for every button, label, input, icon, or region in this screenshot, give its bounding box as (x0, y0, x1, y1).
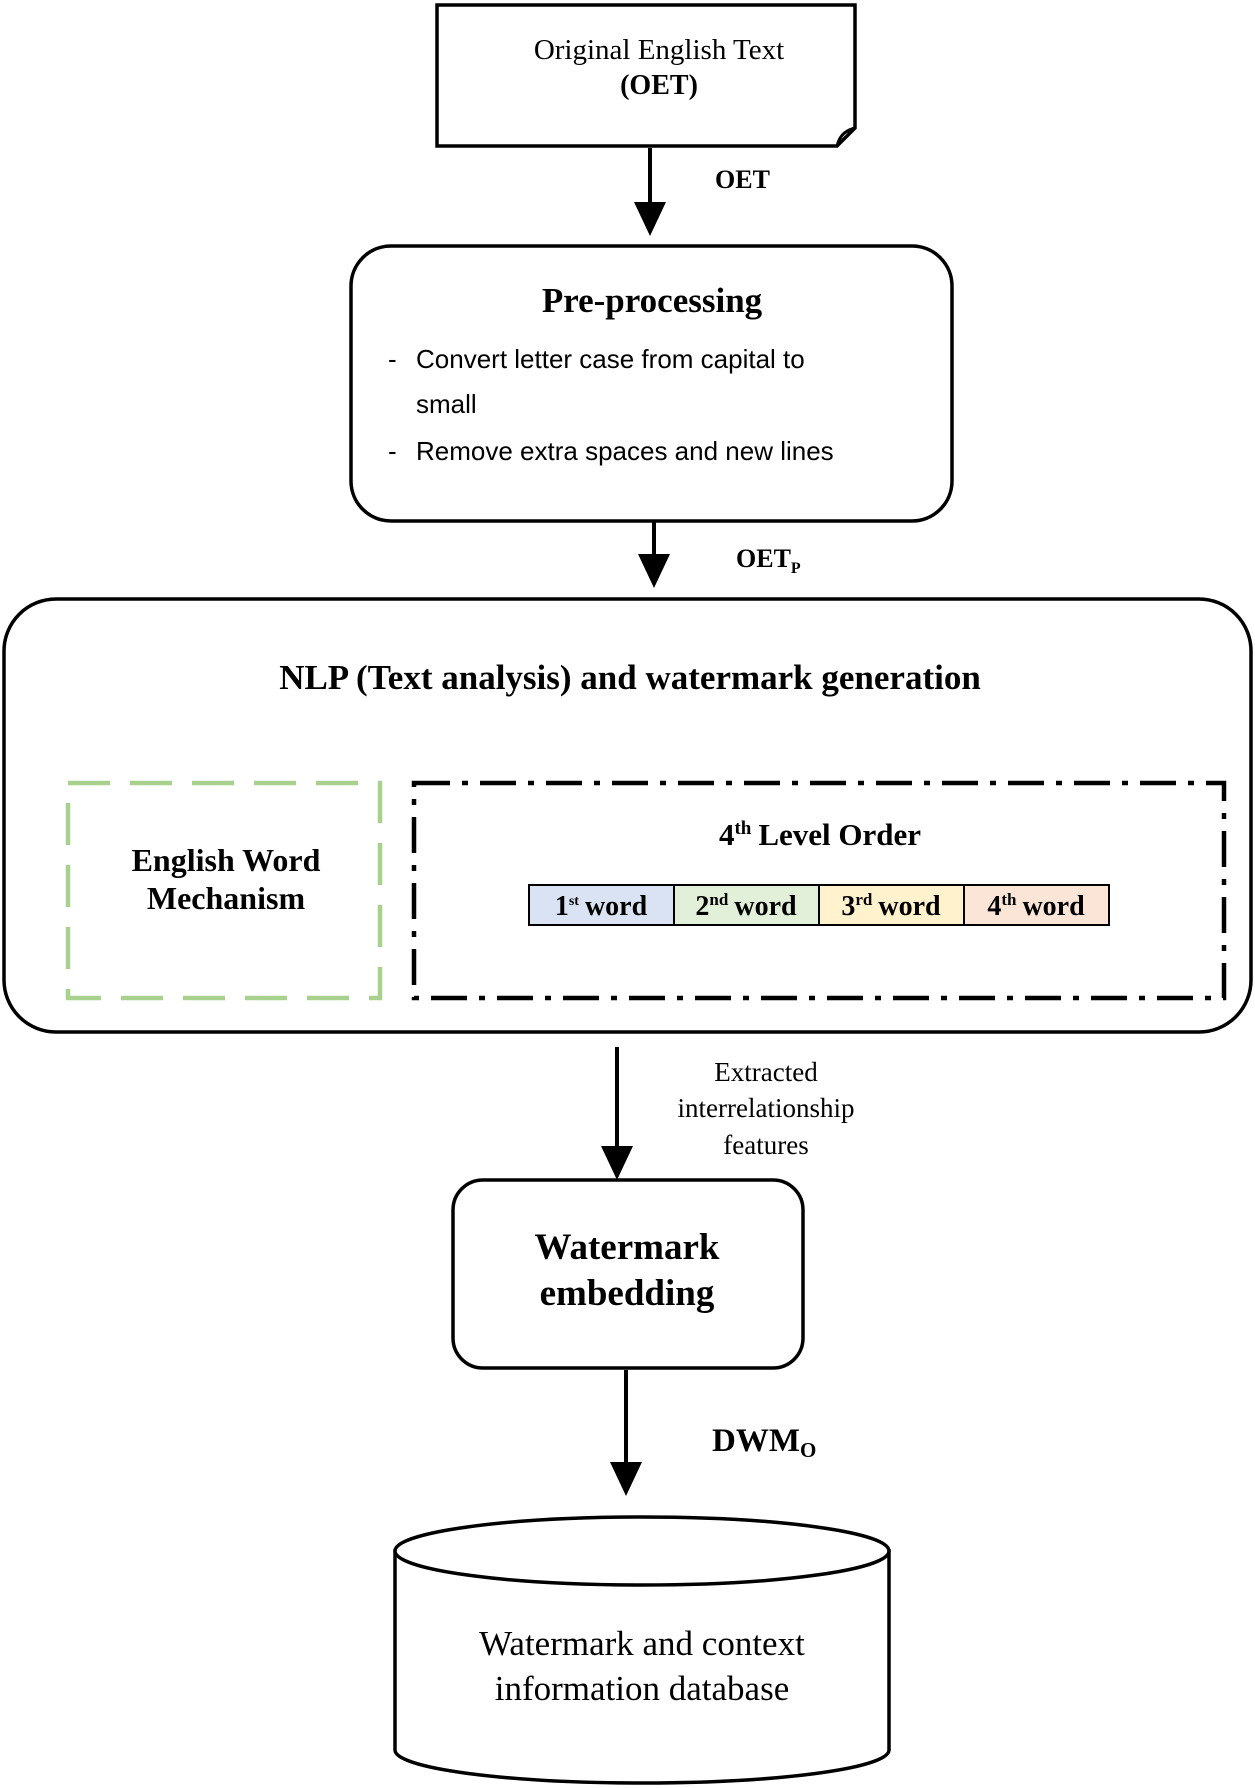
word-cell-1-number: 1 (555, 891, 569, 922)
document-fold (835, 126, 856, 147)
bullet-marker: - (388, 344, 397, 374)
document-shape (435, 3, 857, 148)
word-cell-4-number: 4 (987, 891, 1001, 922)
nlp-node: NLP (Text analysis) and watermark genera… (2, 597, 1253, 1034)
english-word-mechanism: English Word Mechanism (65, 780, 383, 1001)
database-cylinder-top (393, 1515, 891, 1587)
word-cell-3-text: word (878, 891, 941, 922)
edge-dwm-label: DWMO (712, 1423, 816, 1462)
level-order-superscript: th (734, 818, 751, 839)
level-order-box (411, 780, 1227, 1001)
level-order-text: Level Order (758, 817, 921, 852)
word-cell-3-number: 3 (841, 891, 855, 922)
word-cell-1-superscript: st (569, 894, 579, 909)
word-cell-2-superscript: nd (709, 890, 728, 909)
edge-oetp: OETP (638, 522, 801, 588)
bullet-marker: - (388, 436, 397, 466)
embedding-label: Watermark (535, 1227, 720, 1268)
bullet-text: Convert letter case from capital to (416, 344, 805, 374)
word-cell-2-number: 2 (695, 891, 709, 922)
document-abbreviation: (OET) (620, 70, 698, 101)
nlp-title: NLP (Text analysis) and watermark genera… (279, 658, 981, 697)
mechanism-label: English Word (132, 842, 321, 878)
edge-dwm-label-main: DWM (712, 1423, 800, 1459)
input-document-node: Original English Text (OET) (435, 3, 857, 148)
edge-features-arrowhead (601, 1146, 633, 1180)
word-cell-3-superscript: rd (855, 890, 873, 909)
word-cell-1-text: word (585, 891, 648, 922)
preprocessing-title: Pre-processing (542, 281, 763, 320)
word-cell-2-text: word (734, 891, 797, 922)
edge-oetp-label-main: OET (736, 544, 791, 573)
edge-dwm-label-subscript: O (800, 1438, 816, 1462)
edge-dwm-arrowhead (610, 1462, 642, 1496)
word-cell-4-text: word (1022, 891, 1085, 922)
database-node: Watermark and context information databa… (393, 1515, 891, 1785)
edge-oet-arrowhead (634, 202, 666, 236)
mechanism-label-continued: Mechanism (147, 880, 306, 916)
embedding-label-continued: embedding (540, 1273, 715, 1314)
database-cylinder-body (393, 1549, 891, 1785)
embedding-box (451, 1178, 805, 1370)
edge-features-label-continued: features (723, 1130, 808, 1160)
level-order-number: 4 (719, 817, 735, 852)
edge-oet: OET (634, 148, 770, 236)
edge-oetp-label: OETP (736, 544, 801, 577)
word-cell-4-superscript: th (1001, 890, 1017, 909)
mechanism-box (65, 780, 383, 1001)
database-label: Watermark and context (479, 1624, 805, 1663)
edge-features-label: Extracted (714, 1057, 818, 1087)
word-cell-4 (963, 884, 1110, 926)
edge-oet-label: OET (715, 165, 770, 194)
preprocessing-box (349, 244, 954, 523)
database-label-continued: information database (495, 1669, 789, 1708)
preprocessing-node: Pre-processing - Convert letter case fro… (349, 244, 954, 523)
edge-oetp-label-subscript: P (791, 560, 801, 577)
bullet-text: Remove extra spaces and new lines (416, 436, 834, 466)
edge-dwm: DWMO (610, 1370, 816, 1496)
embedding-node: Watermark embedding (451, 1178, 805, 1370)
edge-features-label-continued: interrelationship (678, 1093, 855, 1123)
edge-features: Extracted interrelationship features (601, 1047, 854, 1180)
level-order-title: 4th Level Order (719, 817, 921, 852)
edge-oetp-arrowhead (638, 554, 670, 588)
document-title: Original English Text (534, 34, 784, 66)
bullet-text-continued: small (416, 389, 477, 419)
word-cell-1 (528, 884, 675, 926)
